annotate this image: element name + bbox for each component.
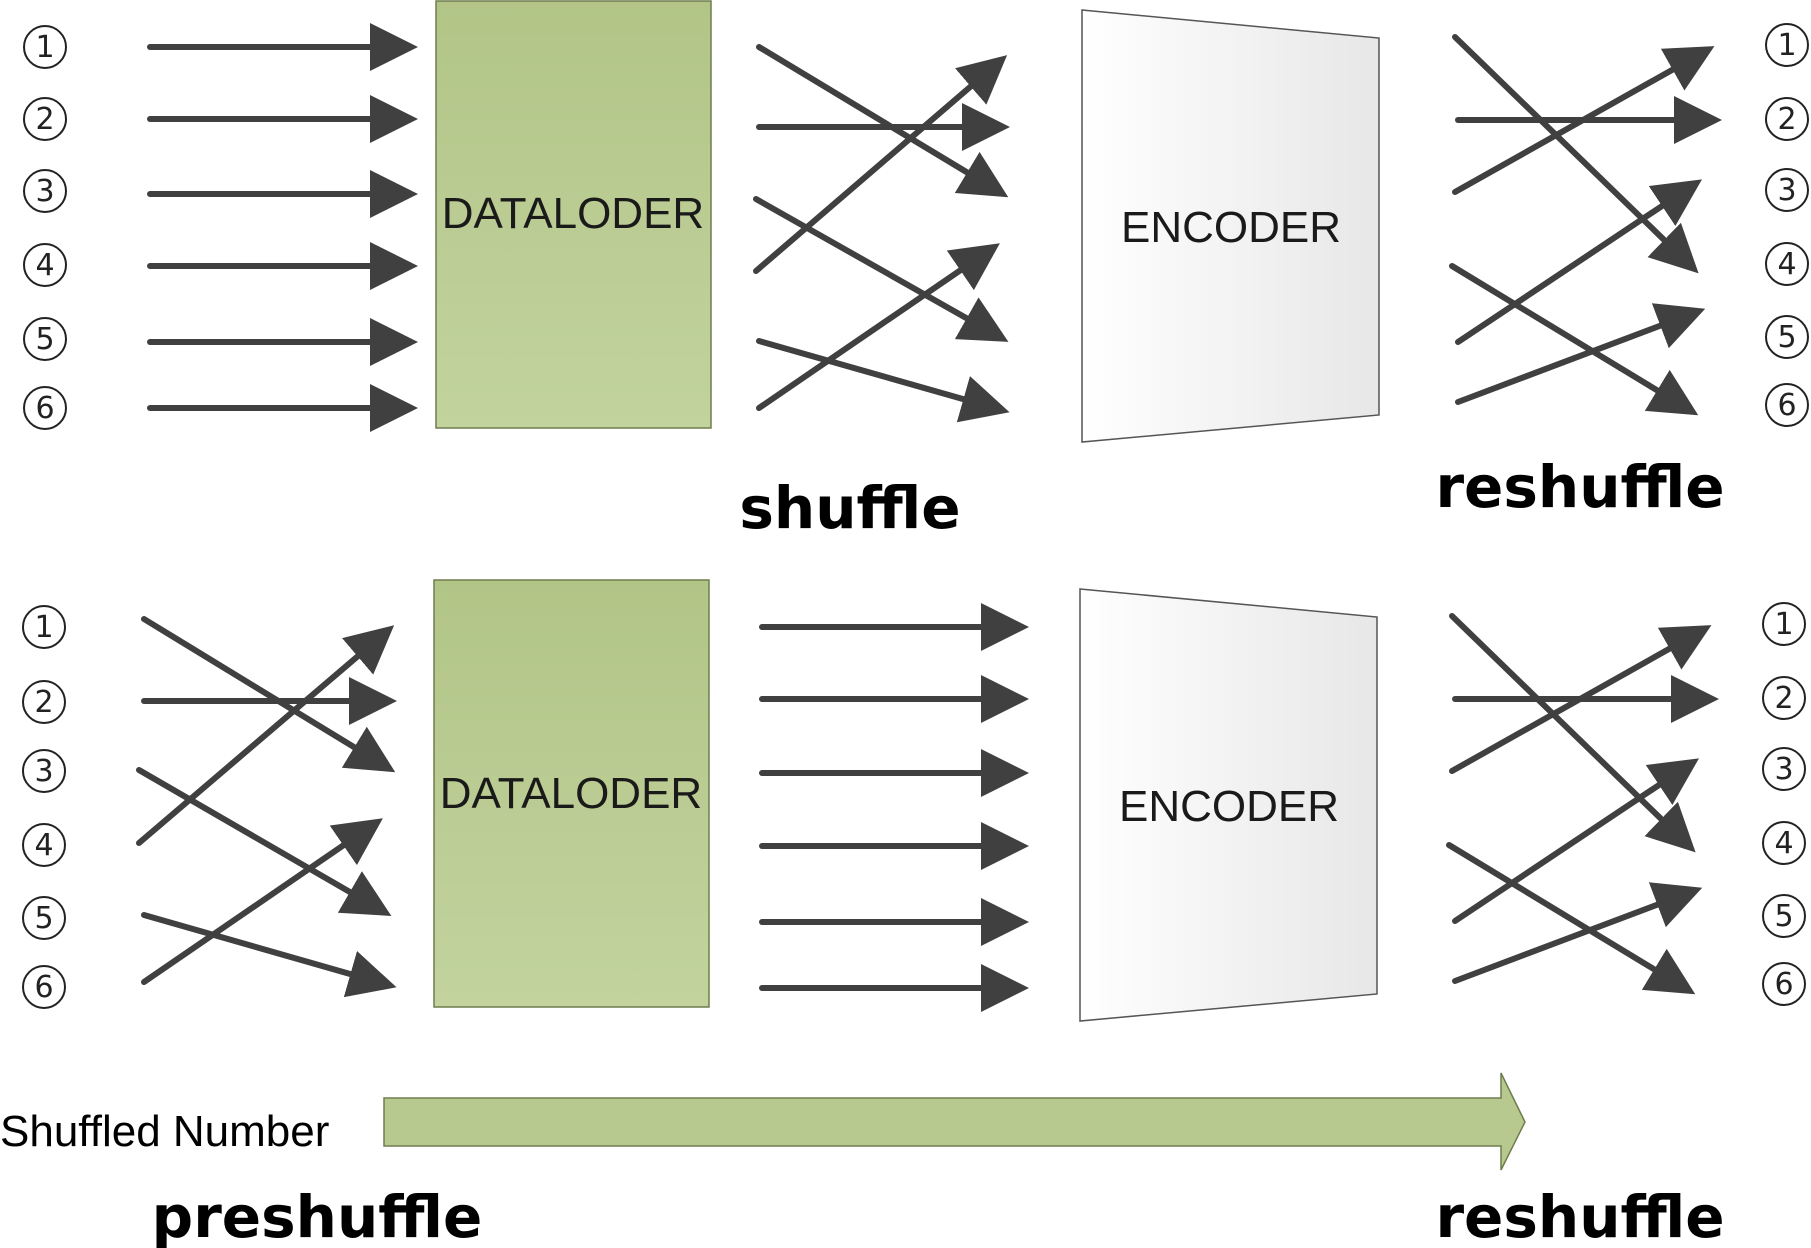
encoder-label: ENCODER — [1119, 782, 1339, 831]
index-circle: 6 — [22, 965, 66, 1009]
index-circle: 6 — [23, 386, 67, 430]
crossing-arrow — [1455, 303, 1706, 405]
index-circle: 4 — [22, 823, 66, 867]
index-circle: 1 — [22, 605, 66, 649]
index-circle: 3 — [22, 749, 66, 793]
index-label: 2 — [1774, 681, 1793, 716]
index-label: 2 — [34, 685, 53, 720]
index-label: 3 — [1774, 752, 1793, 787]
crossing-arrow — [1449, 263, 1699, 416]
crossing-arrow — [1452, 758, 1699, 924]
index-label: 3 — [34, 754, 53, 789]
index-circle: 5 — [22, 896, 66, 940]
index-label: 6 — [1774, 967, 1793, 1002]
crossing-arrow — [141, 616, 396, 773]
index-label: 3 — [1777, 173, 1796, 208]
bottom-input-indices: 1 2 3 4 5 6 — [22, 605, 66, 1009]
crossing-arrow — [756, 243, 1000, 411]
index-circle: 2 — [23, 97, 67, 141]
crossing-arrow — [1452, 882, 1703, 984]
top-output-indices: 1 2 3 4 5 6 — [1765, 23, 1809, 427]
crossing-arrow — [753, 196, 1009, 342]
index-circle: 6 — [1762, 962, 1806, 1006]
bottom-dataloader-box: DATALODER — [433, 579, 710, 1008]
index-circle: 4 — [1762, 821, 1806, 865]
index-label: 6 — [34, 970, 53, 1005]
index-label: 5 — [34, 901, 53, 936]
top-input-arrows — [147, 23, 418, 432]
index-label: 2 — [1777, 102, 1796, 137]
shuffled-number-arrow — [383, 1072, 1526, 1171]
top-input-indices: 1 2 3 4 5 6 — [23, 25, 67, 430]
index-label: 2 — [35, 102, 54, 137]
index-label: 3 — [35, 174, 54, 209]
dataloader-label: DATALODER — [440, 769, 702, 818]
index-circle: 3 — [1762, 747, 1806, 791]
encoder-label: ENCODER — [1121, 203, 1341, 252]
index-label: 1 — [1777, 28, 1796, 63]
index-circle: 1 — [23, 25, 67, 69]
crossing-arrow — [1452, 34, 1699, 274]
bottom-reshuffle-arrows — [1446, 613, 1719, 995]
index-circle: 2 — [1762, 676, 1806, 720]
index-label: 4 — [35, 248, 54, 283]
crossing-arrow — [1455, 179, 1702, 345]
top-shuffle-arrows — [753, 44, 1010, 423]
bottom-output-indices: 1 2 3 4 5 6 — [1762, 602, 1806, 1006]
index-label: 6 — [1777, 388, 1796, 423]
index-circle: 2 — [1765, 97, 1809, 141]
index-circle: 5 — [1765, 315, 1809, 359]
dataloader-label: DATALODER — [442, 189, 704, 238]
index-label: 1 — [34, 610, 53, 645]
crossing-arrow — [1449, 613, 1696, 853]
index-circle: 1 — [1765, 23, 1809, 67]
bottom-encoder-box: ENCODER — [1079, 588, 1378, 1022]
index-circle: 5 — [1762, 894, 1806, 938]
index-circle: 4 — [1765, 242, 1809, 286]
crossing-arrow — [141, 912, 397, 998]
index-circle: 3 — [1765, 168, 1809, 212]
bottom-straight-arrows — [759, 603, 1029, 1012]
index-label: 6 — [35, 391, 54, 426]
crossing-arrow — [1452, 46, 1715, 195]
crossing-arrow — [136, 625, 395, 846]
crossing-arrow — [141, 818, 383, 985]
top-encoder-box: ENCODER — [1081, 9, 1380, 443]
index-circle: 3 — [23, 169, 67, 213]
shuffle-label: shuffle — [739, 474, 960, 542]
index-label: 5 — [35, 322, 54, 357]
index-label: 4 — [34, 828, 53, 863]
shuffled-number-label: Shuffled Number — [0, 1107, 329, 1156]
index-label: 4 — [1777, 247, 1796, 282]
top-reshuffle-label: reshuffle — [1435, 453, 1724, 521]
index-label: 1 — [1774, 607, 1793, 642]
crossing-arrow — [756, 338, 1010, 423]
index-label: 5 — [1774, 899, 1793, 934]
crossing-arrow — [136, 767, 392, 917]
bottom-preshuffle-arrows — [136, 616, 397, 998]
index-label: 1 — [35, 30, 54, 65]
index-circle: 5 — [23, 317, 67, 361]
crossing-arrow — [753, 55, 1008, 274]
index-label: 5 — [1777, 320, 1796, 355]
crossing-arrow — [1446, 842, 1696, 995]
index-circle: 6 — [1765, 383, 1809, 427]
index-label: 4 — [1774, 826, 1793, 861]
preshuffle-label: preshuffle — [152, 1183, 483, 1248]
bottom-reshuffle-label: reshuffle — [1435, 1183, 1724, 1248]
crossing-arrow — [756, 44, 1009, 198]
top-dataloader-box: DATALODER — [435, 0, 712, 429]
crossing-arrow — [1449, 625, 1712, 774]
index-circle: 1 — [1762, 602, 1806, 646]
index-circle: 2 — [22, 680, 66, 724]
index-circle: 4 — [23, 243, 67, 287]
top-reshuffle-arrows — [1449, 34, 1722, 416]
